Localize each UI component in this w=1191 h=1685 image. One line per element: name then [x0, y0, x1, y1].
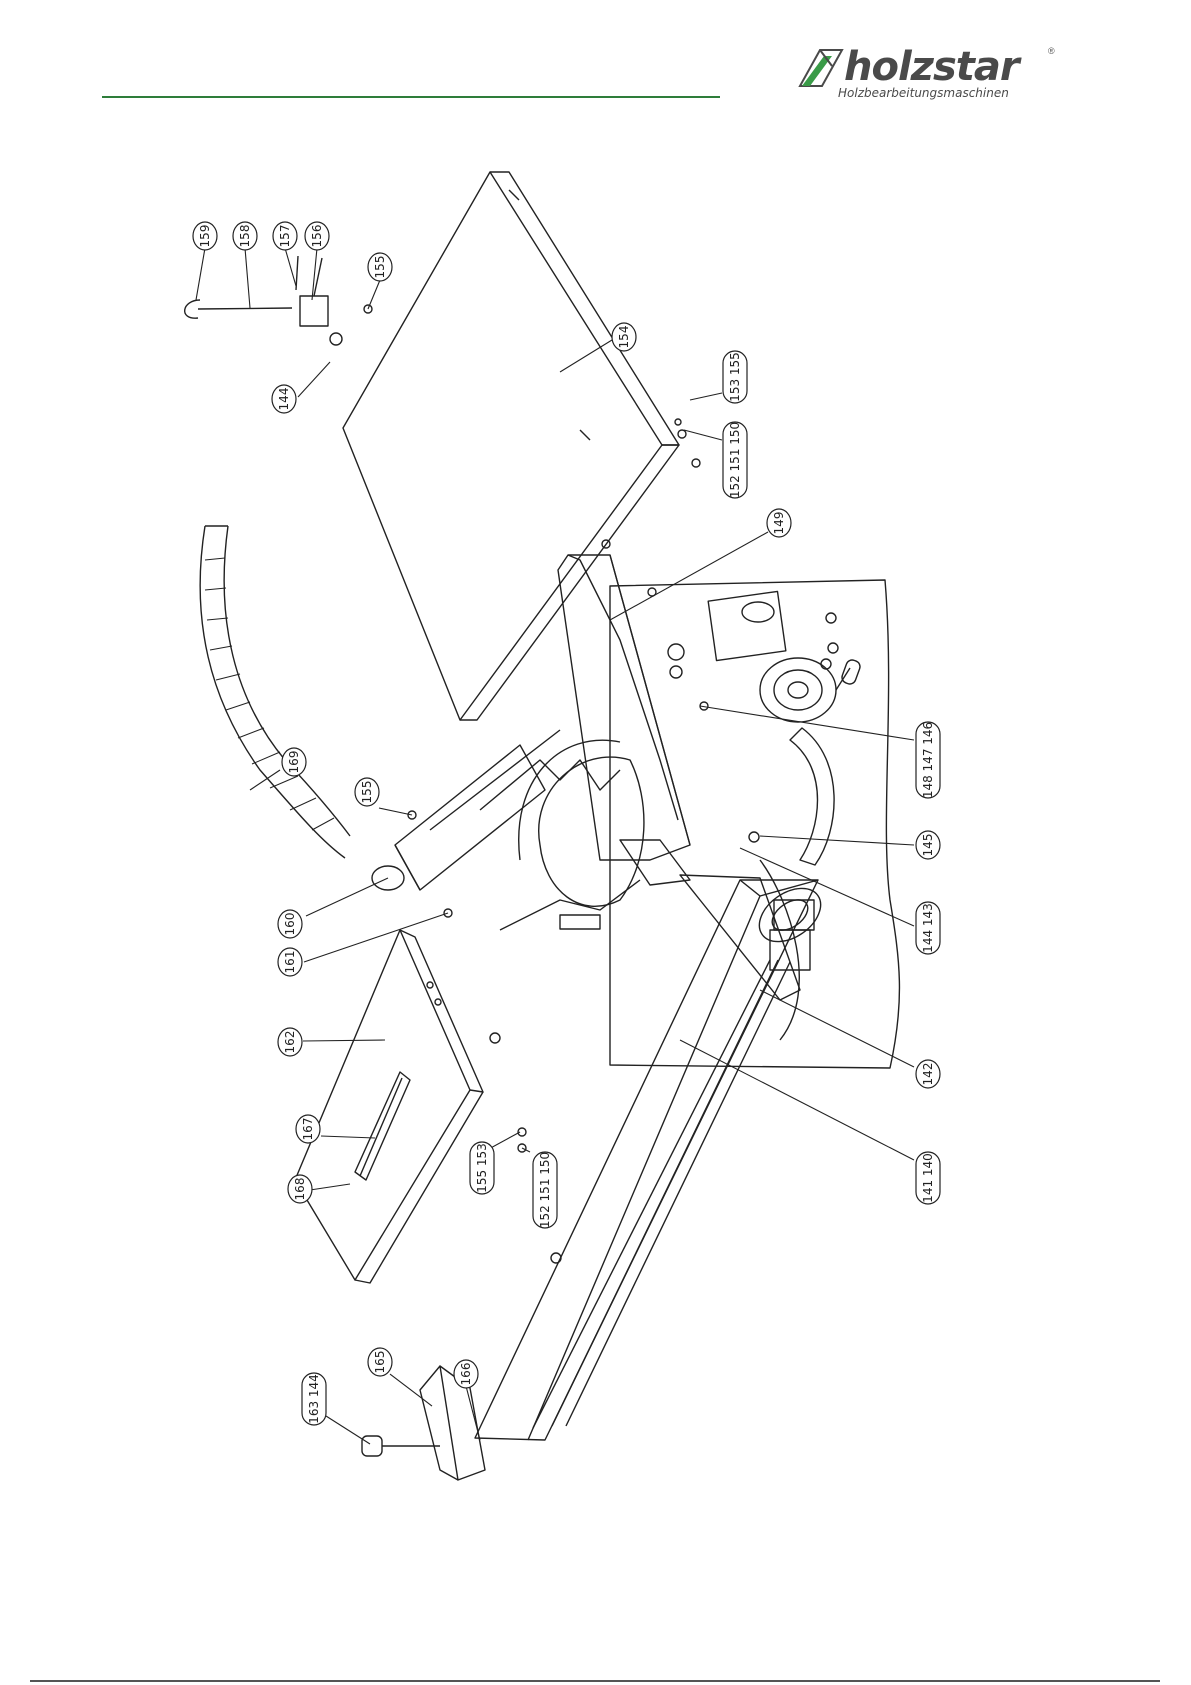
linkage-assembly [185, 256, 372, 345]
callout-165-label: 165 [373, 1351, 387, 1374]
tilt-segment [790, 728, 834, 865]
callout-155-153-label: 155 153 [475, 1143, 489, 1193]
callout-163-144: 163 144 [302, 1373, 326, 1425]
callout-168-label: 168 [293, 1178, 307, 1201]
callout-162: 162 [278, 1028, 302, 1056]
callout-141-140-label: 141 140 [921, 1153, 935, 1203]
callout-152-151-150b-label: 152 151 150 [538, 1152, 552, 1228]
callout-160-label: 160 [283, 913, 297, 936]
callout-167-label: 167 [301, 1118, 315, 1141]
callout-159: 159 [193, 222, 217, 250]
callout-155b-label: 155 [360, 781, 374, 804]
callout-152-151-150a-label: 152 151 150 [728, 422, 742, 498]
callout-157: 157 [273, 222, 297, 250]
callout-158-label: 158 [238, 225, 252, 248]
dust-hose-169 [200, 526, 350, 858]
callout-152-151-150a: 152 151 150 [723, 422, 747, 498]
callout-145: 145 [916, 831, 940, 859]
callout-156-label: 156 [310, 225, 324, 248]
footer-rule [30, 1680, 1160, 1682]
callout-167: 167 [296, 1115, 320, 1143]
callout-153-155-label: 153 155 [728, 352, 742, 402]
callout-142: 142 [916, 1060, 940, 1088]
callout-152-151-150b: 152 151 150 [533, 1152, 557, 1228]
callout-148-147-146-label: 148 147 146 [921, 722, 935, 798]
callout-156: 156 [305, 222, 329, 250]
callout-142-label: 142 [921, 1063, 935, 1086]
callout-148-147-146: 148 147 146 [916, 722, 940, 798]
saw-housing-149 [558, 555, 690, 860]
callout-153-155: 153 155 [723, 351, 747, 403]
callout-155a: 155 [368, 253, 392, 281]
callout-163-144-label: 163 144 [307, 1374, 321, 1424]
switch-box [708, 591, 786, 660]
side-table-162 [295, 930, 470, 1280]
callout-168: 168 [288, 1175, 312, 1203]
callout-155-153: 155 153 [470, 1142, 494, 1194]
callout-144a: 144 [272, 385, 296, 413]
callout-145-label: 145 [921, 834, 935, 857]
saw-blade [539, 757, 644, 906]
callout-166-label: 166 [459, 1363, 473, 1386]
handwheel-upper [760, 658, 862, 722]
extension-table-154 [343, 172, 662, 720]
callout-166: 166 [454, 1360, 478, 1388]
callout-149-label: 149 [772, 512, 786, 535]
callout-162-label: 162 [283, 1031, 297, 1054]
callout-158: 158 [233, 222, 257, 250]
callout-144a-label: 144 [277, 388, 291, 411]
callout-157-label: 157 [278, 225, 292, 248]
table-insert-167 [355, 1072, 410, 1180]
dust-hood-160 [395, 745, 545, 890]
callout-169: 169 [282, 748, 306, 776]
callout-161-label: 161 [283, 951, 297, 974]
callout-159-label: 159 [198, 225, 212, 248]
callout-160: 160 [278, 910, 302, 938]
callout-169-label: 169 [287, 751, 301, 774]
callout-149: 149 [767, 509, 791, 537]
callout-155a-label: 155 [373, 256, 387, 279]
callout-154: 154 [612, 323, 636, 351]
callout-141-140: 141 140 [916, 1152, 940, 1204]
machine-base [610, 580, 899, 1068]
leader-lines [196, 248, 914, 1444]
callout-154-label: 154 [617, 326, 631, 349]
callout-144-143-label: 144 143 [921, 903, 935, 953]
callout-165: 165 [368, 1348, 392, 1376]
fence-bar-142 [475, 880, 818, 1440]
callout-161: 161 [278, 948, 302, 976]
callout-144-143: 144 143 [916, 902, 940, 954]
handwheel-lower [750, 877, 831, 952]
callout-155b: 155 [355, 778, 379, 806]
